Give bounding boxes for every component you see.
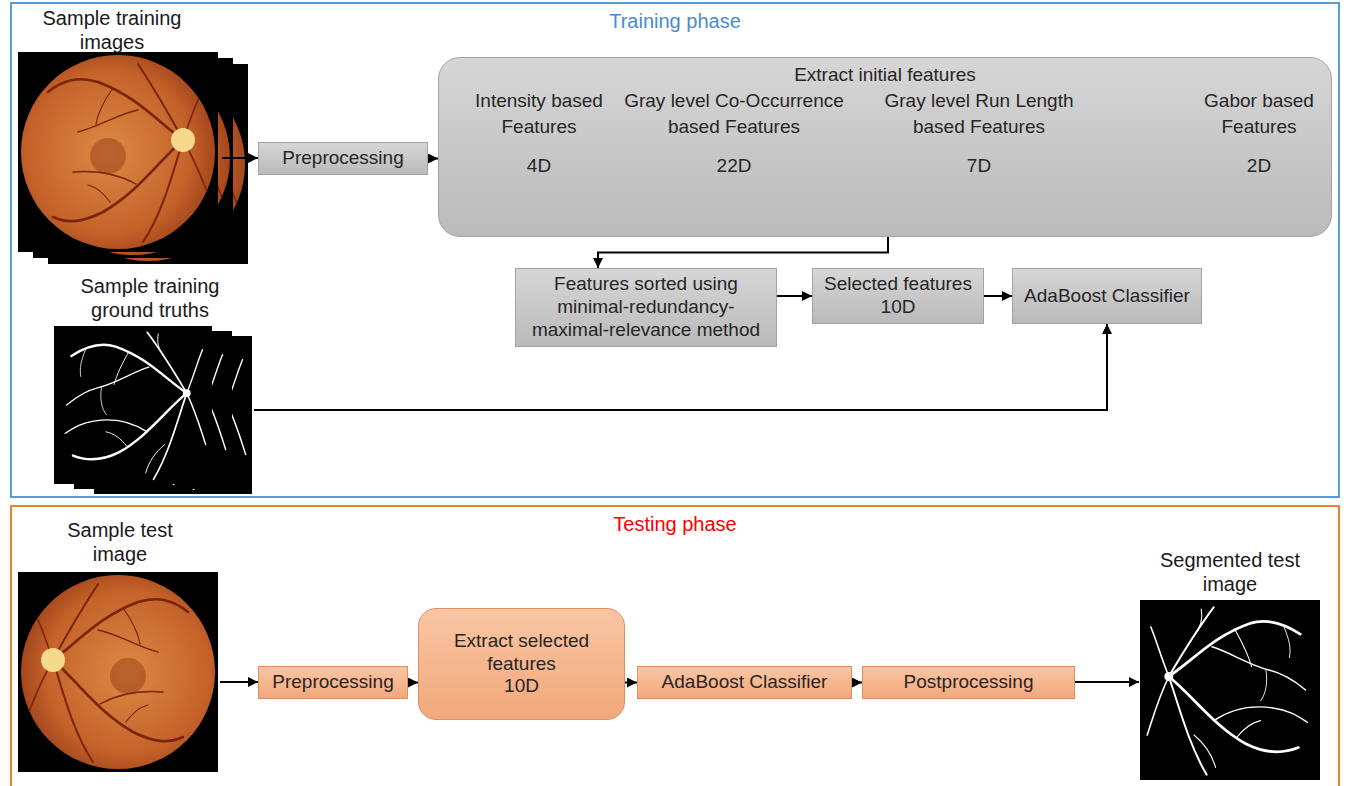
image-caption: Sample training images: [37, 6, 187, 54]
phase-panel: Testing phasePreprocessing Extract select…: [10, 505, 1340, 786]
node-text: AdaBoost Classifier: [1021, 285, 1193, 308]
feature-group: Gray level Run Length based Features 7D: [864, 88, 1094, 179]
flow-arrow: [408, 682, 418, 684]
node-text: Selected features: [821, 273, 975, 296]
feature-group-name: Gray level Run Length based Features: [864, 88, 1094, 139]
dimension-label: 7D: [864, 153, 1094, 179]
feature-group: Gray level Co-Occurrence based Features 2…: [614, 88, 854, 179]
flow-arrow: [625, 682, 637, 684]
classifier-box: AdaBoost Classifier: [1012, 268, 1202, 324]
dimension-label: 4D: [454, 153, 624, 179]
dimension-label: 22D: [614, 153, 854, 179]
training-images: [18, 52, 248, 264]
process-box: Features sorted using minimal-redundancy…: [515, 268, 777, 347]
feature-group-name: Gabor based Features: [1189, 88, 1329, 139]
feature-group-name: Gray level Co-Occurrence based Features: [614, 88, 854, 139]
input-arrow: [220, 681, 258, 683]
phase-title: Testing phase: [12, 513, 1338, 536]
process-box: Preprocessing: [258, 142, 428, 175]
process-box: Selected features10D: [812, 268, 984, 324]
phase-title: Training phase: [12, 10, 1338, 33]
flow-arrow: [984, 295, 1012, 297]
node-text: Postprocessing: [871, 671, 1066, 694]
box-title: Extract initial features: [439, 64, 1331, 87]
phase-panel: Training phasePreprocessing Extract initi…: [10, 2, 1340, 498]
node-text: Preprocessing: [267, 147, 419, 170]
flow-arrow: [428, 158, 438, 160]
feature-group-name: Intensity based Features: [454, 88, 624, 139]
node-text: 10D: [427, 675, 616, 698]
node-text: 10D: [821, 296, 975, 319]
ground-truth-images: [54, 326, 252, 494]
process-box: Postprocessing: [862, 666, 1075, 699]
dimension-label: 2D: [1189, 153, 1329, 179]
image-caption: Sample training ground truths: [70, 274, 230, 322]
image-caption: Segmented test image: [1150, 548, 1310, 596]
feature-extraction-box: Extract selected features10D: [418, 608, 625, 720]
flow-arrow: [852, 682, 862, 684]
segmented-image: [1140, 600, 1320, 780]
node-text: Preprocessing: [267, 671, 399, 694]
flow-arrow: [598, 237, 888, 268]
test-image: [18, 572, 218, 772]
node-text: AdaBoost Classifier: [646, 671, 843, 694]
feature-extraction-box: Extract initial featuresIntensity based …: [438, 57, 1332, 237]
image-caption: Sample test image: [55, 518, 185, 566]
classifier-box: AdaBoost Classifier: [637, 666, 852, 699]
feature-group: Gabor based Features 2D: [1189, 88, 1329, 179]
feature-group: Intensity based Features 4D: [454, 88, 624, 179]
flow-arrow: [777, 295, 812, 297]
node-text: Features sorted using minimal-redundancy…: [524, 273, 768, 341]
input-arrow: [222, 157, 258, 159]
output-arrow: [1075, 681, 1139, 683]
node-text: Extract selected features: [427, 630, 616, 676]
process-box: Preprocessing: [258, 666, 408, 699]
